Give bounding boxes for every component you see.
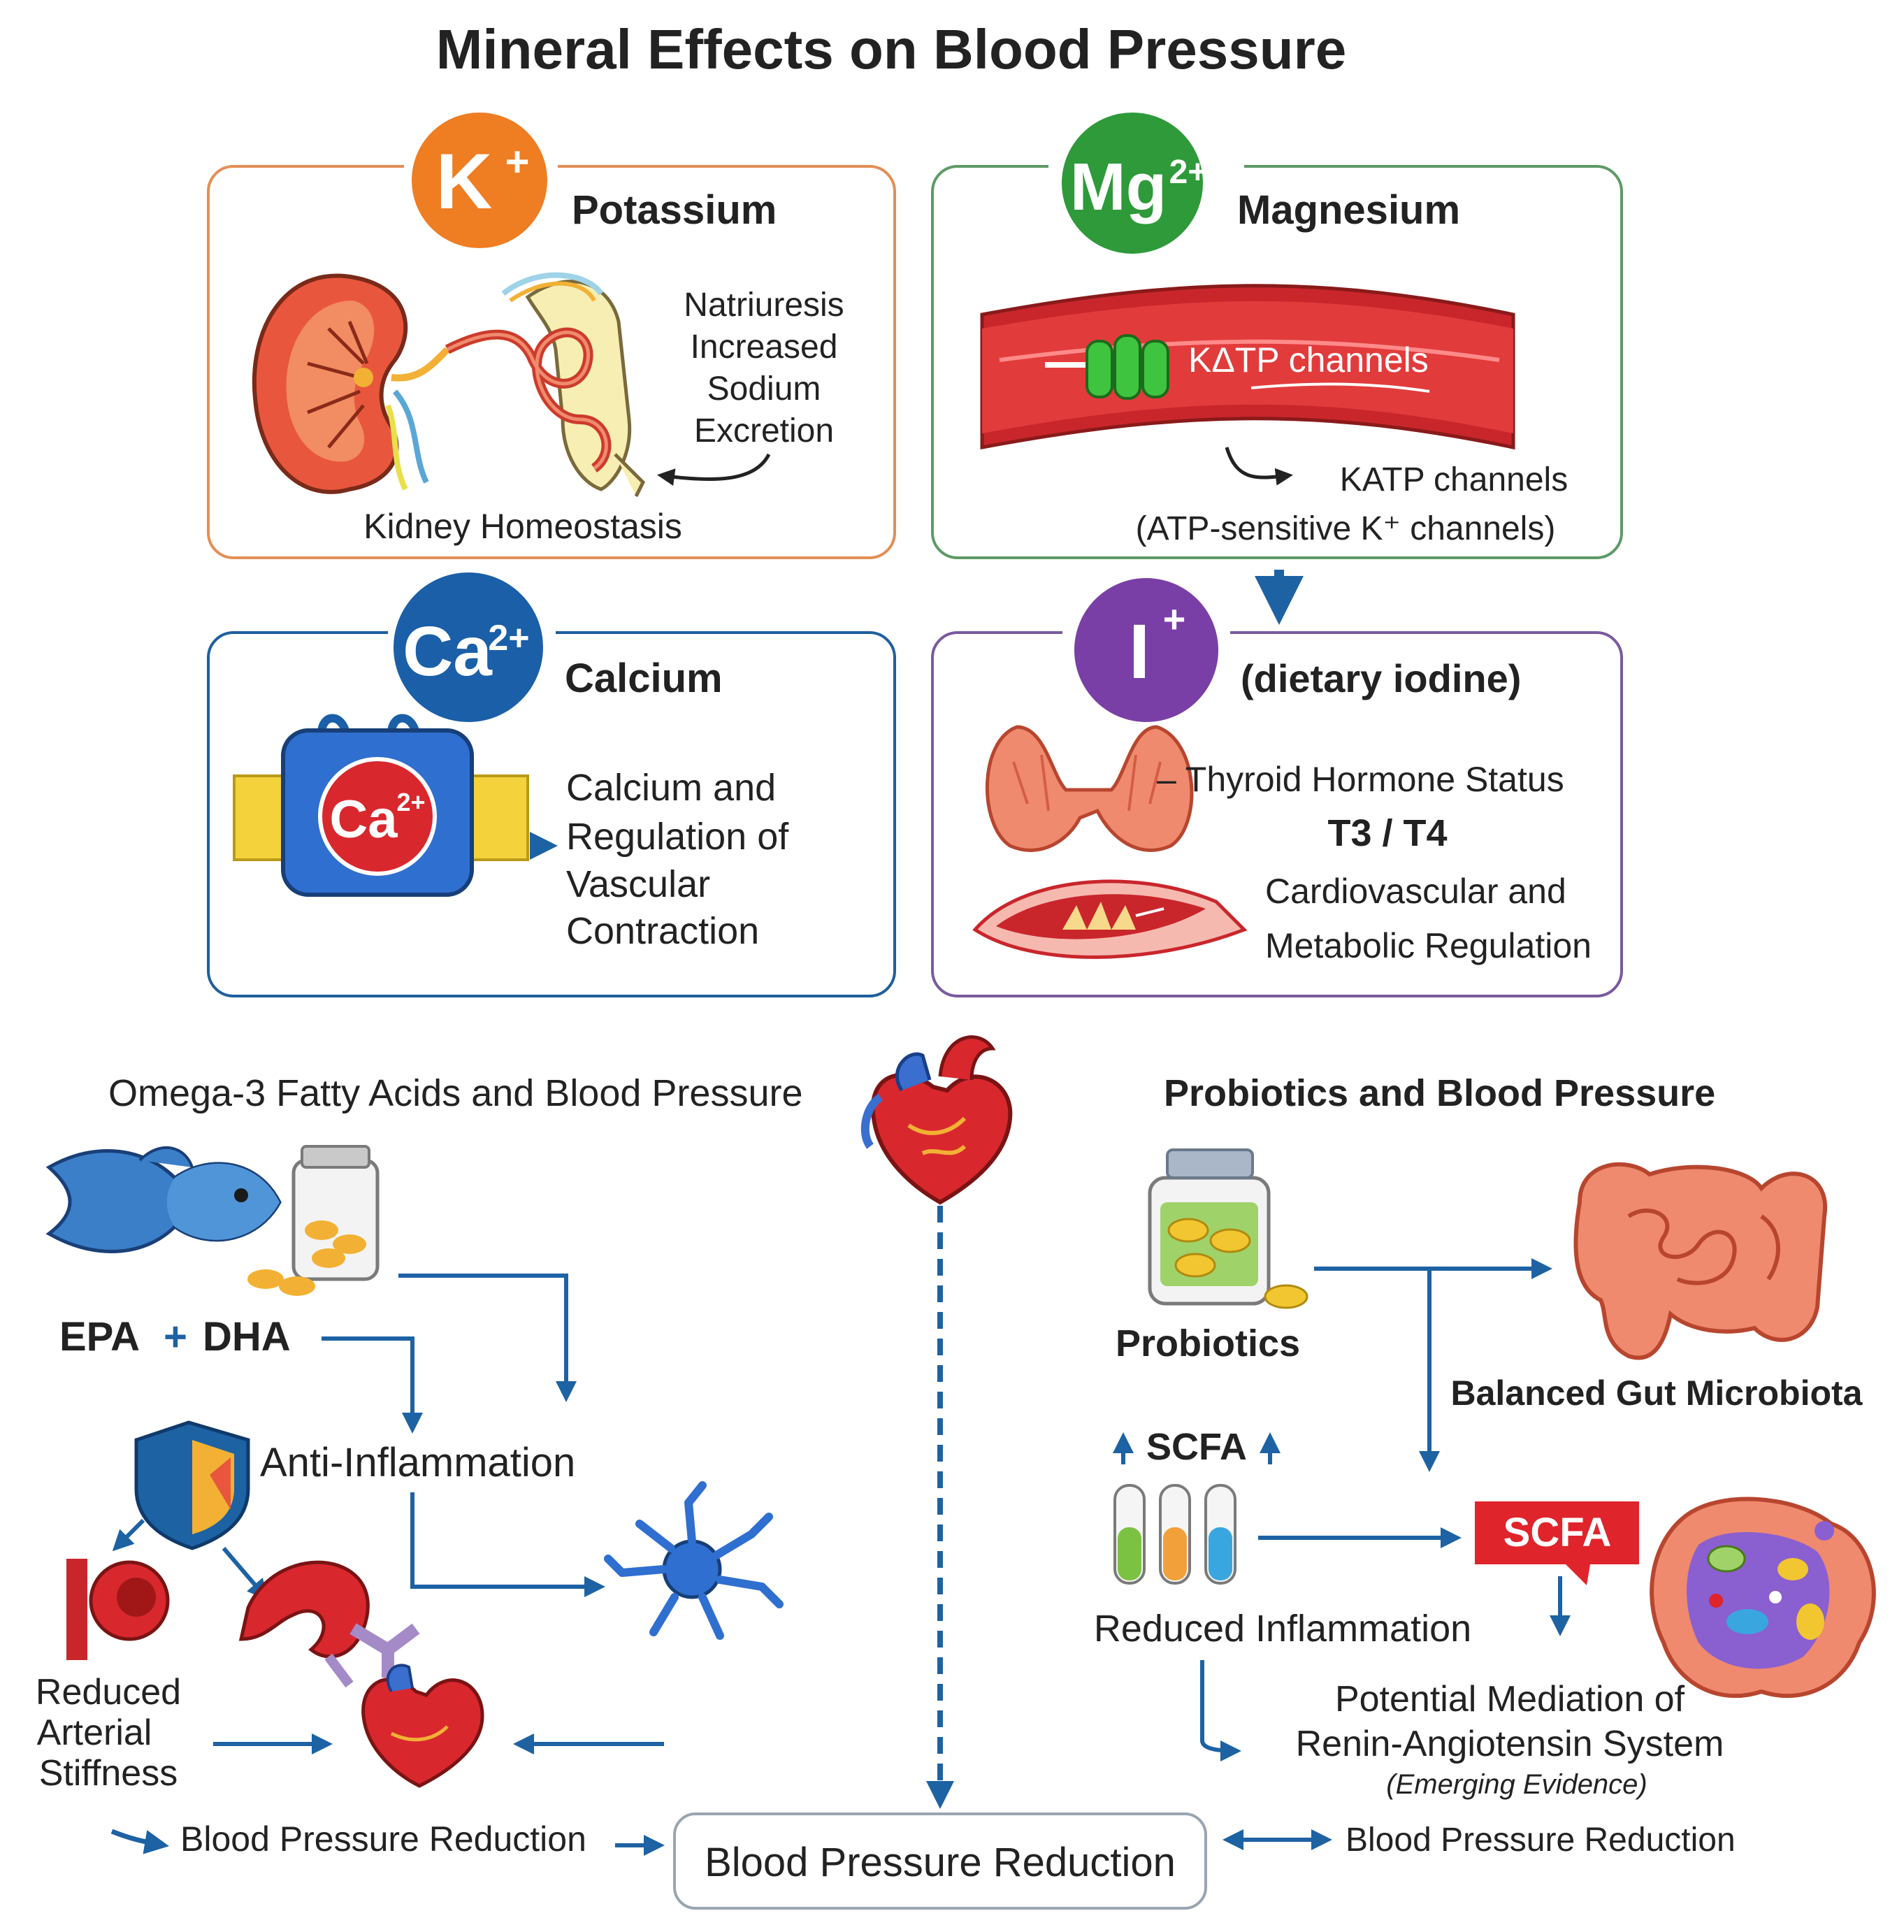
- kidney-icon: [252, 273, 450, 494]
- thyroid-icon: [986, 725, 1194, 852]
- probiotics-heading: Probiotics and Blood Pressure: [1164, 1072, 1715, 1114]
- potassium-badge: K +: [408, 108, 551, 252]
- magnesium-badge: Mg 2+: [1058, 108, 1208, 258]
- fish-icon: [45, 1146, 282, 1253]
- center-result-label: Blood Pressure Reduction: [705, 1840, 1176, 1885]
- stiffness-line-3: Stiffness: [39, 1753, 178, 1794]
- center-result-box: Blood Pressure Reduction: [673, 1812, 1207, 1910]
- evidence-note: (Emerging Evidence): [1386, 1769, 1647, 1800]
- calcium-effect-line-1: Calcium and: [566, 767, 776, 809]
- probiotic-jar-icon: [1148, 1148, 1308, 1309]
- natriuresis-line-2: Increased: [691, 329, 838, 366]
- test-tubes-icon: [1113, 1484, 1236, 1585]
- katp-note-line-2: (ATP-sensitive K⁺ channels): [1136, 510, 1556, 547]
- microbiota-icon: [1650, 1497, 1876, 1699]
- omega3-heading: Omega-3 Fatty Acids and Blood Pressure: [108, 1072, 803, 1114]
- shield-to-artery-arrow: [112, 1518, 145, 1552]
- svg-text:Ca: Ca: [403, 612, 493, 691]
- svg-text:Ca: Ca: [329, 790, 398, 849]
- svg-text:2+: 2+: [1169, 154, 1208, 191]
- iodine-effect-line-1: Cardiovascular and: [1265, 872, 1566, 911]
- artery-icon: [66, 1559, 170, 1660]
- mediation-line-2: Renin-Angiotensin System: [1296, 1724, 1724, 1764]
- iodine-panel: I + (dietary iodine) – Thyroid Hormone S…: [931, 574, 1623, 997]
- magnesium-panel: Mg 2+ Magnesium KΔTP channels KATP chann…: [931, 108, 1623, 559]
- scfa-up-label: SCFA: [1146, 1426, 1247, 1468]
- heart-icon: [361, 1664, 484, 1788]
- scfa-box-label: SCFA: [1503, 1510, 1612, 1555]
- intestine-icon: [1573, 1162, 1828, 1360]
- katp-arrow: [1225, 447, 1293, 486]
- svg-text:K: K: [436, 138, 493, 225]
- katp-note-line-1: KATP channels: [1340, 461, 1568, 498]
- calcium-name: Calcium: [565, 656, 723, 701]
- calcium-effect-line-3: Vascular: [566, 863, 710, 905]
- probiotics-result: Blood Pressure Reduction: [1346, 1822, 1736, 1859]
- epa-to-inflammation-arrow: [322, 1336, 423, 1434]
- inflammation-to-cell-arrow: [410, 1492, 605, 1597]
- center-heart-icon: [860, 1035, 1013, 1205]
- calcium-bag-icon: Ca 2+: [233, 714, 529, 897]
- reduced-inflammation-label: Reduced Inflammation: [1094, 1608, 1471, 1650]
- nephron-icon: [445, 272, 646, 498]
- immune-cell-icon: [604, 1481, 784, 1640]
- omega3-section: Omega-3 Fatty Acids and Blood Pressure E…: [36, 1072, 803, 1859]
- vessel-channel-label: KΔTP channels: [1188, 340, 1429, 380]
- kidney-homeostasis-caption: Kidney Homeostasis: [363, 507, 682, 546]
- calcium-panel: Ca 2+ Calcium Ca 2+ Calcium and Regulati…: [207, 568, 896, 997]
- svg-text:+: +: [1163, 597, 1186, 641]
- blood-vessel-icon: [980, 284, 1515, 450]
- probiotics-section: Probiotics and Blood Pressure Probiotics…: [1094, 1072, 1876, 1859]
- natriuresis-line-3: Sodium: [707, 370, 821, 408]
- thyroid-status: – Thyroid Hormone Status: [1157, 760, 1564, 799]
- calcium-effect-line-2: Regulation of: [566, 816, 789, 858]
- vessel-icon: [238, 1560, 420, 1688]
- thyroid-hormones: T3 / T4: [1327, 812, 1447, 854]
- calcium-badge: Ca 2+: [389, 568, 547, 726]
- natriuresis-line-4: Excretion: [694, 412, 834, 449]
- stiffness-line-2: Arterial: [37, 1713, 152, 1753]
- svg-text:+: +: [505, 138, 529, 185]
- iodine-name: (dietary iodine): [1241, 656, 1521, 700]
- potassium-panel: K + Potassium Natriuresis Increased Sodi…: [207, 108, 896, 559]
- stiffness-line-1: Reduced: [36, 1672, 181, 1713]
- probiotics-label: Probiotics: [1116, 1322, 1300, 1364]
- omega3-result-lead-arrow: [110, 1829, 169, 1854]
- epa-label: EPA: [59, 1314, 140, 1360]
- scfa-box: SCFA: [1475, 1501, 1639, 1585]
- inflammation-to-mediation-arrow: [1200, 1660, 1241, 1761]
- iodine-effect-line-2: Metabolic Regulation: [1265, 926, 1592, 965]
- page-title: Mineral Effects on Blood Pressure: [436, 18, 1347, 80]
- anti-inflammation-label: Anti-Inflammation: [260, 1440, 575, 1485]
- svg-text:Mg: Mg: [1070, 150, 1167, 224]
- magnesium-name: Magnesium: [1237, 187, 1460, 233]
- capsule-jar-icon: [247, 1145, 380, 1296]
- vessel-section-icon: [972, 879, 1248, 959]
- plus-sign: +: [164, 1314, 187, 1360]
- natriuresis-arrow: [657, 453, 771, 486]
- svg-text:I: I: [1129, 609, 1151, 695]
- gut-microbiota-label: Balanced Gut Microbiota: [1451, 1374, 1863, 1413]
- shield-icon: [134, 1420, 250, 1550]
- jar-to-cell-arrow: [398, 1274, 577, 1402]
- natriuresis-line-1: Natriuresis: [684, 287, 844, 324]
- mediation-line-1: Potential Mediation of: [1335, 1679, 1685, 1720]
- dha-label: DHA: [203, 1314, 291, 1360]
- iodine-badge: I +: [1070, 574, 1223, 726]
- ion-channel-icon: [1045, 334, 1169, 400]
- svg-text:2+: 2+: [488, 618, 529, 658]
- calcium-effect-line-4: Contraction: [566, 910, 759, 952]
- omega3-result: Blood Pressure Reduction: [180, 1819, 586, 1859]
- svg-text:2+: 2+: [396, 788, 425, 816]
- potassium-name: Potassium: [572, 187, 777, 233]
